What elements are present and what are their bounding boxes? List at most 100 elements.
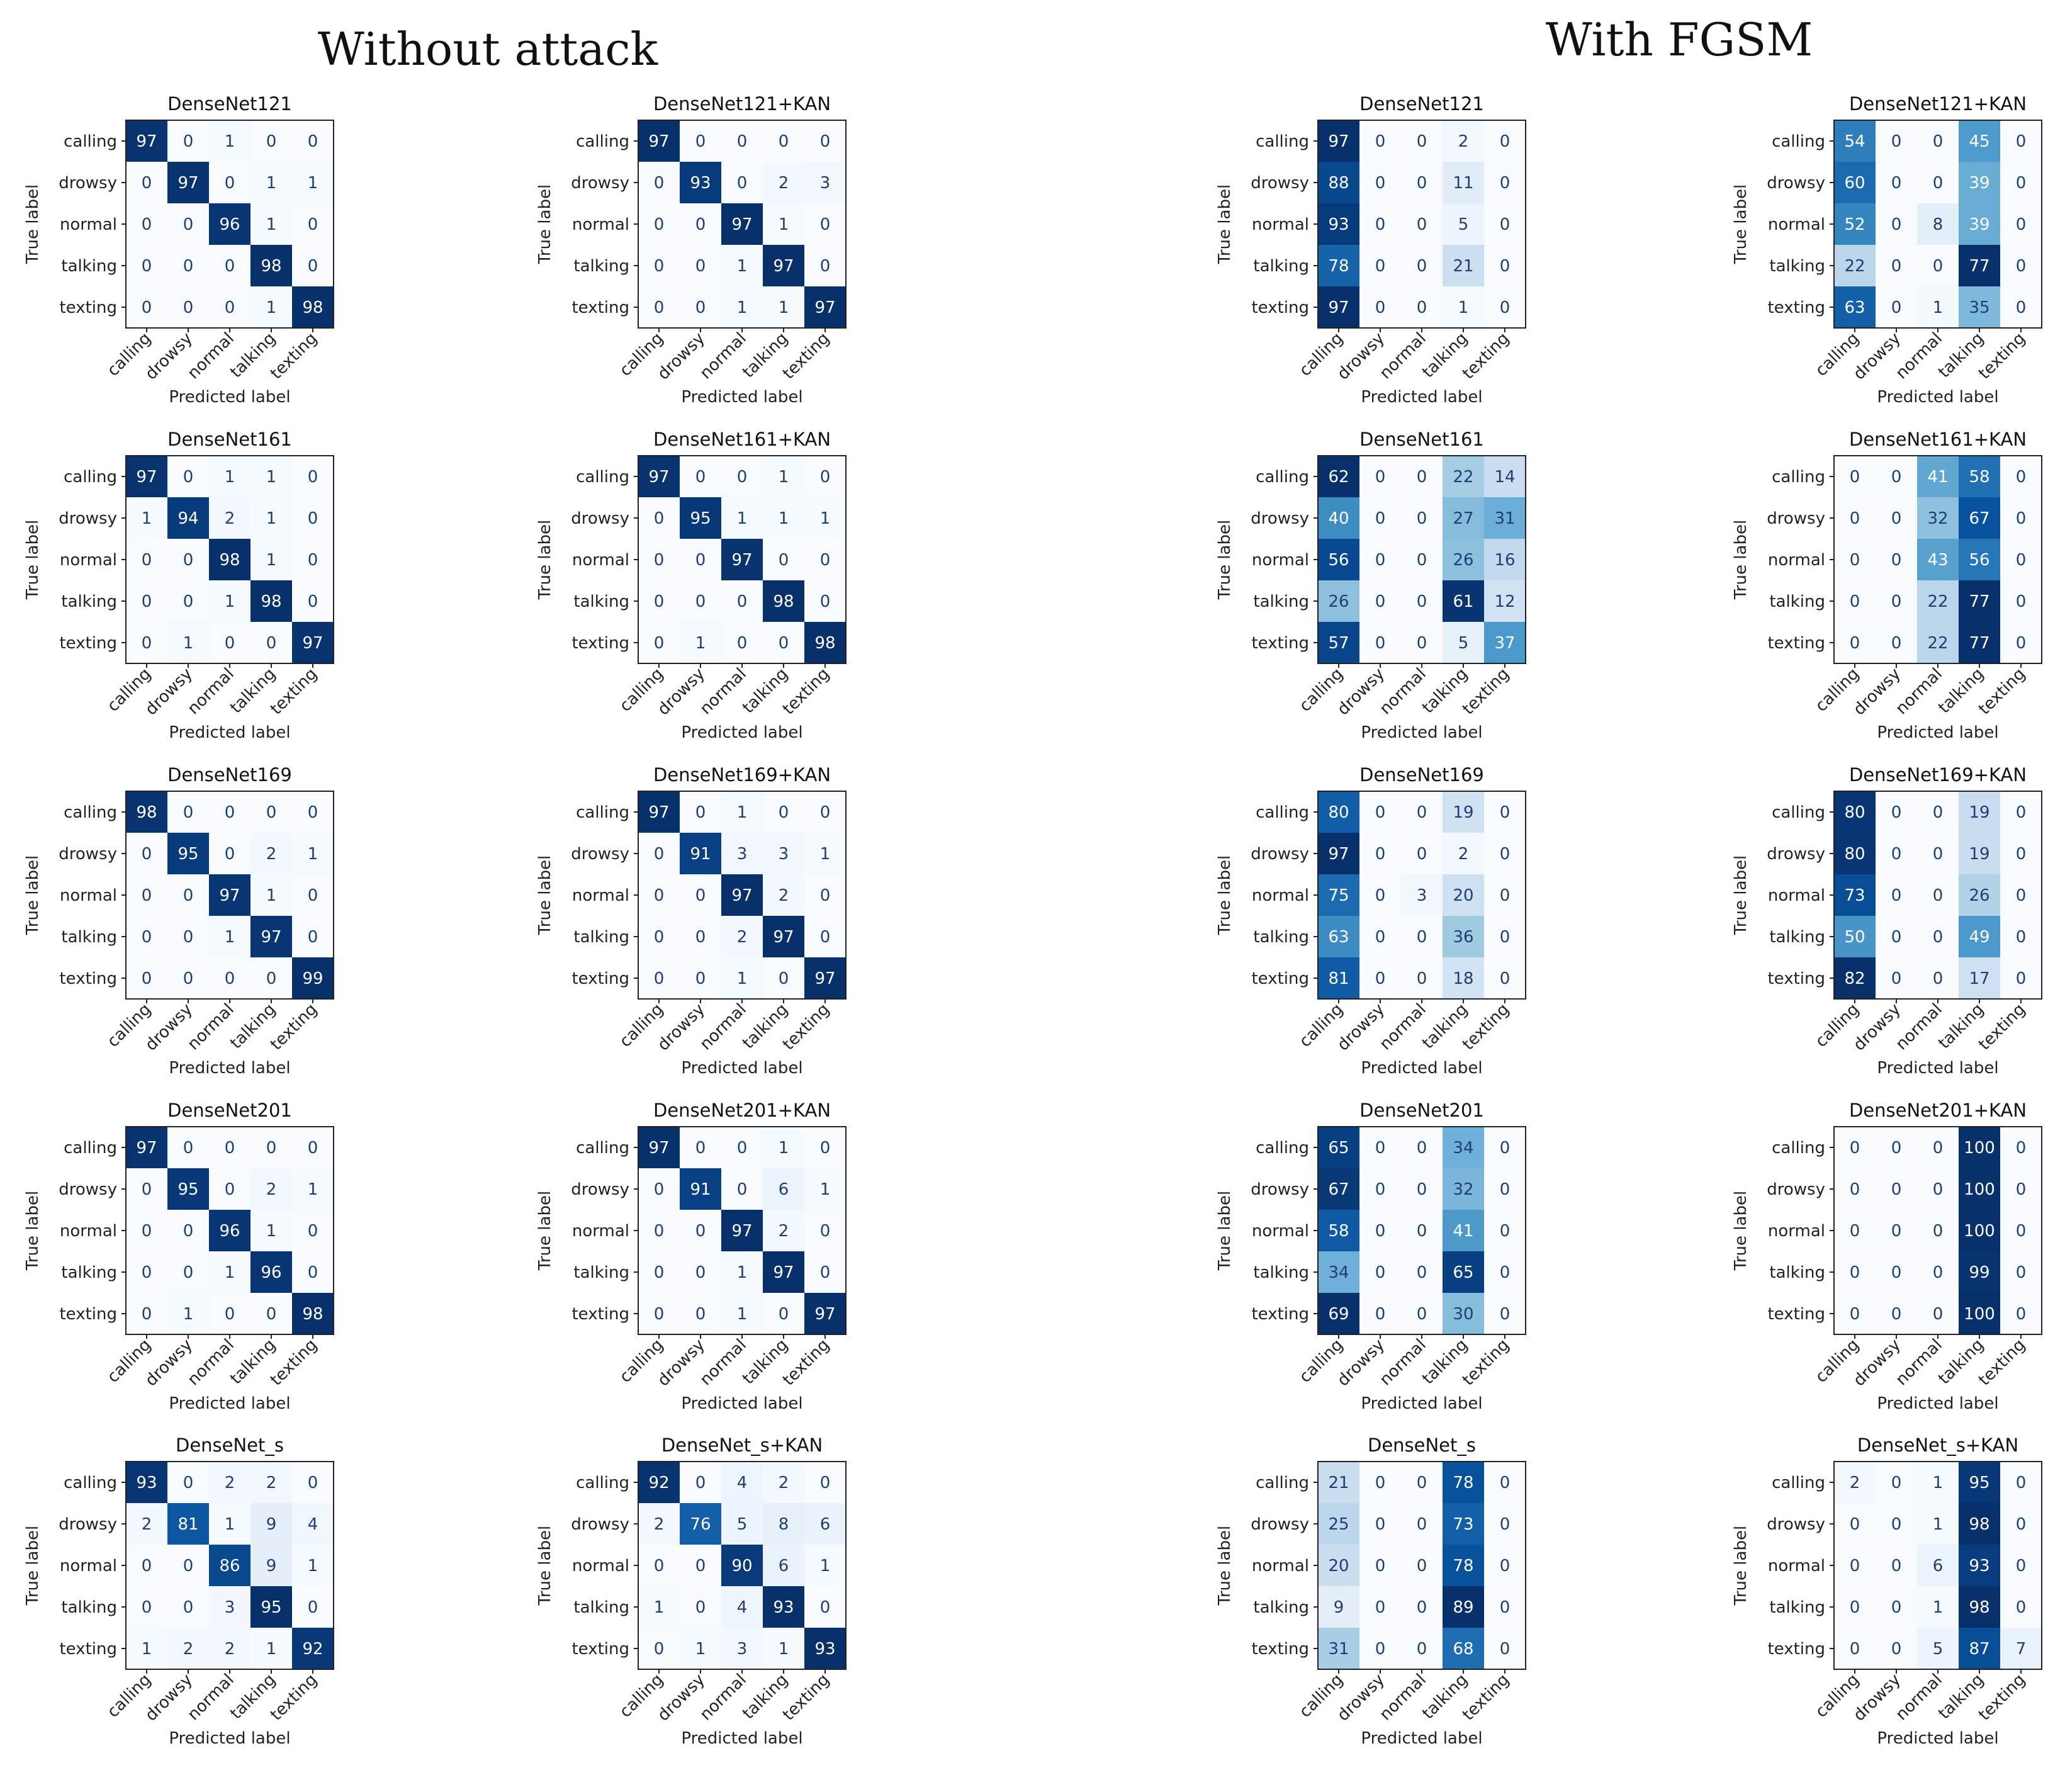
matrix-cell <box>721 1210 763 1252</box>
matrix-cell <box>1443 286 1485 329</box>
matrix-cell <box>209 286 251 329</box>
matrix-cell <box>1359 162 1402 204</box>
matrix-title: DenseNet201 <box>1359 1100 1484 1121</box>
cell-value: 0 <box>695 1139 706 1158</box>
cell-value: 0 <box>695 886 706 905</box>
y-tick-label: calling <box>576 803 629 822</box>
cell-value: 0 <box>1891 1474 1902 1492</box>
matrix-cell <box>1959 120 2001 162</box>
matrix-cell <box>1359 1503 1402 1545</box>
matrix-cell <box>292 791 334 833</box>
cell-value: 97 <box>731 551 752 570</box>
cell-value: 0 <box>654 1222 665 1241</box>
cell-value: 0 <box>266 1305 277 1324</box>
y-tick-label: normal <box>572 886 629 905</box>
matrix-cell <box>1443 622 1485 664</box>
x-tick-label: normal <box>1376 1336 1430 1390</box>
cell-value: 0 <box>1417 1222 1427 1241</box>
matrix-cell <box>2000 286 2042 329</box>
matrix-cell <box>1484 1586 1526 1628</box>
matrix-cell <box>126 1251 168 1293</box>
matrix-cell <box>1876 791 1918 833</box>
cell-value: 22 <box>1927 592 1948 611</box>
matrix-cell <box>721 456 763 498</box>
matrix-cell <box>2000 245 2042 287</box>
x-tick-label: texting <box>1975 329 2029 383</box>
matrix-cell <box>1834 1586 1876 1628</box>
matrix-cell <box>209 1293 251 1335</box>
y-axis-label: True label <box>536 1191 554 1271</box>
matrix-cell <box>1484 1628 1526 1670</box>
cell-value: 1 <box>308 845 318 864</box>
y-tick-label: talking <box>61 1598 117 1617</box>
matrix-cell <box>1318 162 1360 204</box>
cell-value: 81 <box>1328 969 1349 988</box>
matrix-cell <box>721 539 763 581</box>
cell-value: 0 <box>2016 803 2027 822</box>
cell-value: 0 <box>1375 845 1386 864</box>
matrix-cell <box>1484 791 1526 833</box>
cell-value: 1 <box>695 1640 706 1659</box>
matrix-cell <box>2000 1462 2042 1504</box>
cell-value: 0 <box>695 551 706 570</box>
matrix-cell <box>292 497 334 539</box>
matrix-cell <box>804 874 847 916</box>
cell-value: 30 <box>1453 1305 1473 1324</box>
matrix-cell <box>250 456 293 498</box>
y-axis-label: True label <box>1731 520 1750 600</box>
x-tick-label: drowsy <box>1334 329 1388 384</box>
matrix-cell <box>1959 286 2001 329</box>
matrix-cell <box>1834 874 1876 916</box>
cell-value: 98 <box>219 551 240 570</box>
cell-value: 36 <box>1453 928 1473 947</box>
matrix-cell <box>1876 1586 1918 1628</box>
cell-value: 1 <box>654 1598 665 1617</box>
matrix-cell <box>763 497 805 539</box>
matrix-cell <box>1959 1503 2001 1545</box>
cell-value: 2 <box>779 1222 789 1241</box>
matrix-cell <box>638 245 680 287</box>
matrix-cell <box>721 286 763 329</box>
matrix-cell <box>292 286 334 329</box>
cell-value: 92 <box>302 1640 323 1659</box>
cell-value: 1 <box>142 1640 152 1659</box>
matrix-cell <box>763 1251 805 1293</box>
cell-value: 1 <box>183 1305 194 1324</box>
x-tick-label: normal <box>696 1000 750 1054</box>
cell-value: 0 <box>2016 1222 2027 1241</box>
matrix-cell <box>250 203 293 245</box>
x-tick-label: texting <box>1459 1336 1513 1390</box>
matrix-cell <box>638 874 680 916</box>
y-tick-label: normal <box>1252 886 1309 905</box>
x-axis-label: Predicted label <box>1361 1394 1482 1413</box>
cell-value: 98 <box>814 634 835 653</box>
x-tick-label: normal <box>696 665 750 719</box>
matrix-cell <box>1318 286 1360 329</box>
y-tick-label: talking <box>61 1263 117 1282</box>
cell-value: 9 <box>1334 1598 1344 1617</box>
matrix-cell <box>2000 1586 2042 1628</box>
matrix-cell <box>1959 791 2001 833</box>
cell-value: 0 <box>654 592 665 611</box>
matrix-cell <box>250 1545 293 1587</box>
matrix-cell <box>1876 833 1918 875</box>
cell-value: 0 <box>1375 886 1386 905</box>
matrix-cell <box>126 162 168 204</box>
matrix-cell <box>1834 456 1876 498</box>
cell-value: 0 <box>1933 1263 1944 1282</box>
matrix-cell <box>292 1251 334 1293</box>
x-tick-label: drowsy <box>1850 1000 1905 1055</box>
cell-value: 80 <box>1844 845 1865 864</box>
x-tick-label: drowsy <box>1334 1336 1388 1390</box>
cell-value: 1 <box>820 509 831 528</box>
cell-value: 0 <box>1375 1598 1386 1617</box>
matrix-cell <box>1959 916 2001 958</box>
matrix-cell <box>638 1168 680 1210</box>
matrix-cell <box>1401 286 1443 329</box>
cell-value: 1 <box>695 634 706 653</box>
cell-value: 0 <box>1933 132 1944 151</box>
cell-value: 0 <box>820 928 831 947</box>
matrix-cell <box>1443 1168 1485 1210</box>
